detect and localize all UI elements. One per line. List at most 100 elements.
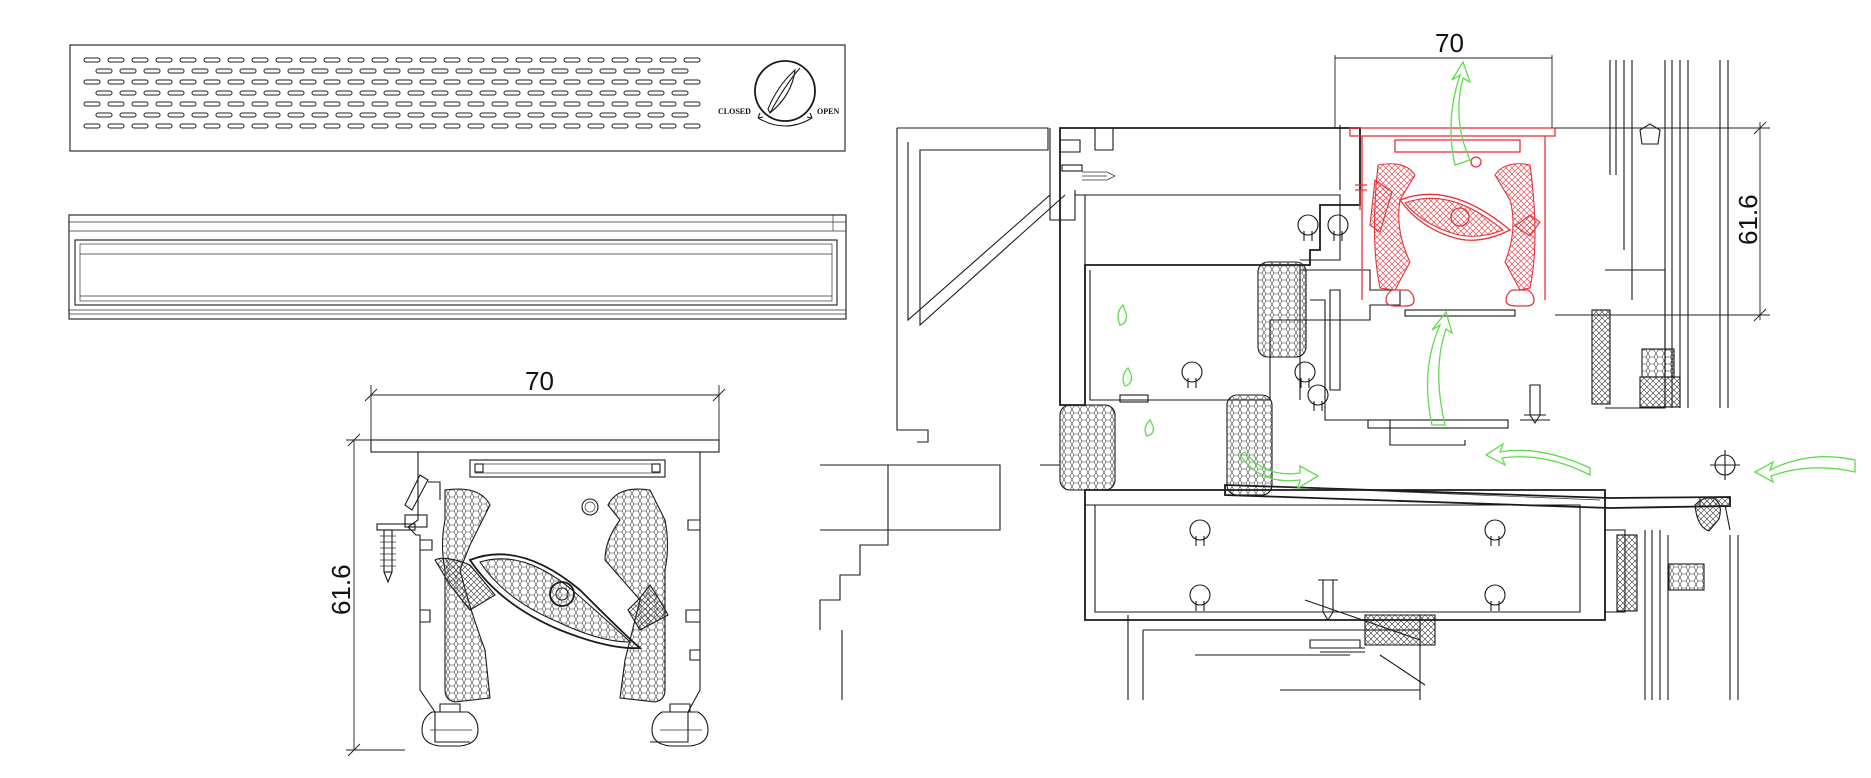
- vent-slot: [479, 90, 497, 96]
- rotary-knob-icon[interactable]: [754, 60, 816, 127]
- vent-slot: [587, 79, 605, 85]
- vent-slot: [191, 112, 209, 118]
- vent-slot: [491, 123, 509, 129]
- vent-slot: [167, 90, 185, 96]
- vent-slot-grid: [83, 57, 701, 129]
- vent-slot: [155, 57, 173, 63]
- vent-slot: [107, 57, 125, 63]
- section-height-dim: 61.6: [326, 564, 356, 615]
- assembly-height-dim: 61.6: [1733, 194, 1763, 245]
- vent-slot: [299, 123, 317, 129]
- vent-slot: [155, 101, 173, 107]
- vent-slot: [515, 57, 533, 63]
- vent-slot: [383, 112, 401, 118]
- vent-slot: [287, 90, 305, 96]
- vent-slot: [227, 79, 245, 85]
- vent-slot: [215, 68, 233, 74]
- profile-groove: [1297, 214, 1319, 241]
- vent-slot: [527, 68, 545, 74]
- vent-slot: [575, 112, 593, 118]
- vent-slot: [611, 57, 629, 63]
- vent-slot: [83, 123, 101, 129]
- vent-slot: [275, 101, 293, 107]
- vent-slot: [131, 123, 149, 129]
- vent-slot: [611, 123, 629, 129]
- vent-face-view: CLOSED OPEN: [69, 44, 846, 152]
- vent-slot: [503, 112, 521, 118]
- vent-slot: [311, 112, 329, 118]
- vent-slot: [587, 57, 605, 63]
- vent-slot: [227, 57, 245, 63]
- profile-groove: [1484, 519, 1506, 546]
- vent-slot: [623, 68, 641, 74]
- airflow-arrow-icon: [1753, 456, 1856, 484]
- vent-slot: [419, 57, 437, 63]
- vent-slot: [659, 101, 677, 107]
- highlighted-vent-section: [1349, 127, 1556, 307]
- vent-slot: [239, 90, 257, 96]
- vent-slot: [467, 57, 485, 63]
- vent-slot: [323, 123, 341, 129]
- vent-slot: [263, 90, 281, 96]
- profile-groove: [1189, 584, 1211, 611]
- vent-slot: [419, 123, 437, 129]
- vent-slot: [635, 123, 653, 129]
- vent-slot: [263, 68, 281, 74]
- vent-slot: [611, 101, 629, 107]
- vent-slot: [431, 112, 449, 118]
- vent-slot: [479, 112, 497, 118]
- vent-slot: [251, 123, 269, 129]
- vent-slot: [287, 68, 305, 74]
- vent-slot: [299, 57, 317, 63]
- vent-slot: [395, 57, 413, 63]
- vent-slot: [143, 112, 161, 118]
- vent-slot: [323, 101, 341, 107]
- vent-slot: [539, 101, 557, 107]
- vent-slot: [347, 79, 365, 85]
- vent-slot: [203, 101, 221, 107]
- vent-slot: [563, 123, 581, 129]
- vent-slot: [659, 79, 677, 85]
- vent-slot: [683, 57, 701, 63]
- vent-slot: [179, 57, 197, 63]
- vent-slot: [359, 90, 377, 96]
- vent-slot: [455, 68, 473, 74]
- vent-slot: [119, 90, 137, 96]
- vent-slot: [683, 101, 701, 107]
- vent-slot: [131, 57, 149, 63]
- section-width-dim: 70: [525, 366, 554, 396]
- vent-slot: [143, 90, 161, 96]
- assembly-detail: 70 61.6: [819, 28, 1856, 700]
- vent-slot: [83, 79, 101, 85]
- vent-slot: [251, 79, 269, 85]
- vent-slot: [191, 68, 209, 74]
- vent-slot: [323, 57, 341, 63]
- vent-slot: [683, 123, 701, 129]
- vent-slot: [527, 112, 545, 118]
- screw-icon: [1318, 579, 1338, 622]
- vent-slot: [347, 123, 365, 129]
- vent-slot: [431, 90, 449, 96]
- vent-slot: [623, 112, 641, 118]
- vent-slot: [275, 57, 293, 63]
- vent-slot: [587, 101, 605, 107]
- vent-slot: [575, 68, 593, 74]
- vent-slot: [371, 79, 389, 85]
- vent-slot: [563, 79, 581, 85]
- vent-slot: [623, 90, 641, 96]
- vent-slot: [155, 123, 173, 129]
- vent-slot: [359, 68, 377, 74]
- vent-slot: [599, 112, 617, 118]
- vent-slot: [191, 90, 209, 96]
- vent-slot: [395, 101, 413, 107]
- vent-slot: [335, 90, 353, 96]
- vent-slot: [647, 112, 665, 118]
- vent-slot: [239, 68, 257, 74]
- vent-slot: [443, 79, 461, 85]
- vent-slot: [371, 123, 389, 129]
- vent-slot: [383, 68, 401, 74]
- assembly-width-dim: 70: [1435, 28, 1464, 58]
- vent-slot: [335, 68, 353, 74]
- vent-slot: [95, 68, 113, 74]
